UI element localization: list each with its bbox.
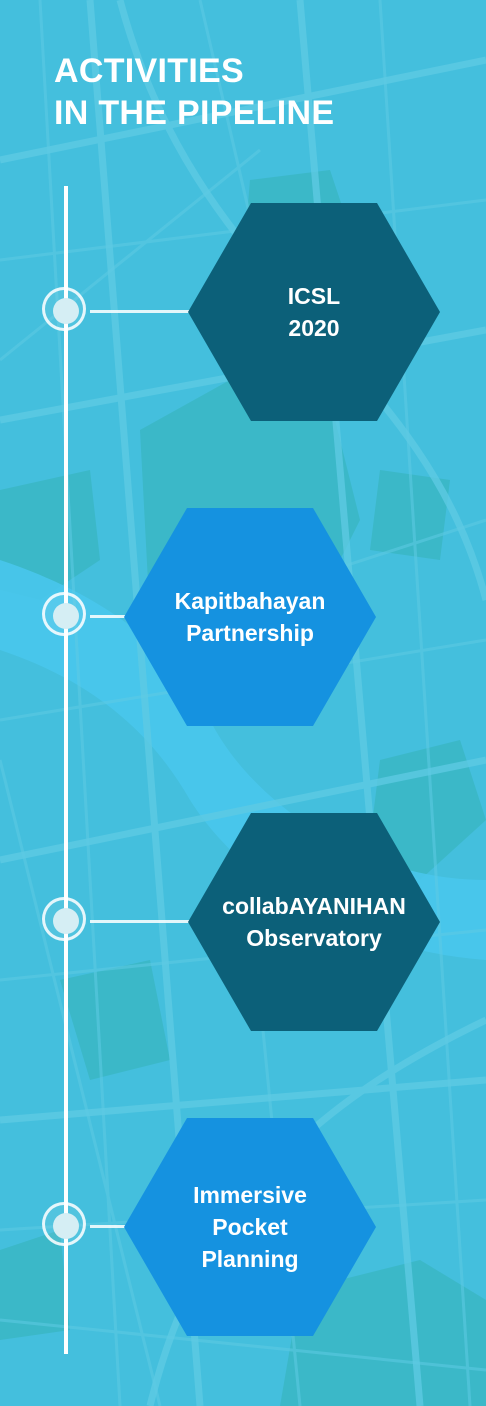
page-title: ACTIVITIES IN THE PIPELINE [54,50,334,134]
timeline-marker-dot [53,908,79,934]
activity-hexagon: collabAYANIHAN Observatory [188,813,440,1031]
timeline-item-kapitbahayan: Kapitbahayan Partnership [0,508,486,728]
activity-hexagon: Kapitbahayan Partnership [124,508,376,726]
timeline-item-icsl: ICSL 2020 [0,203,486,423]
title-line-2: IN THE PIPELINE [54,94,335,132]
timeline-connector [90,920,200,923]
activity-label: Immersive Pocket Planning [193,1182,307,1272]
timeline-marker-dot [53,1213,79,1239]
timeline-connector [90,615,136,618]
activity-hexagon: ICSL 2020 [188,203,440,421]
activity-label: ICSL 2020 [287,283,341,341]
timeline-connector [90,1225,136,1228]
timeline-marker-dot [53,298,79,324]
activity-label: collabAYANIHAN Observatory [222,893,406,951]
timeline-marker-dot [53,603,79,629]
title-line-1: ACTIVITIES [54,52,245,90]
timeline-item-immersive: Immersive Pocket Planning [0,1118,486,1338]
activity-hexagon: Immersive Pocket Planning [124,1118,376,1336]
timeline-item-collabayanihan: collabAYANIHAN Observatory [0,813,486,1033]
timeline-connector [90,310,200,313]
timeline-line [64,186,68,1354]
activity-label: Kapitbahayan Partnership [174,588,326,646]
